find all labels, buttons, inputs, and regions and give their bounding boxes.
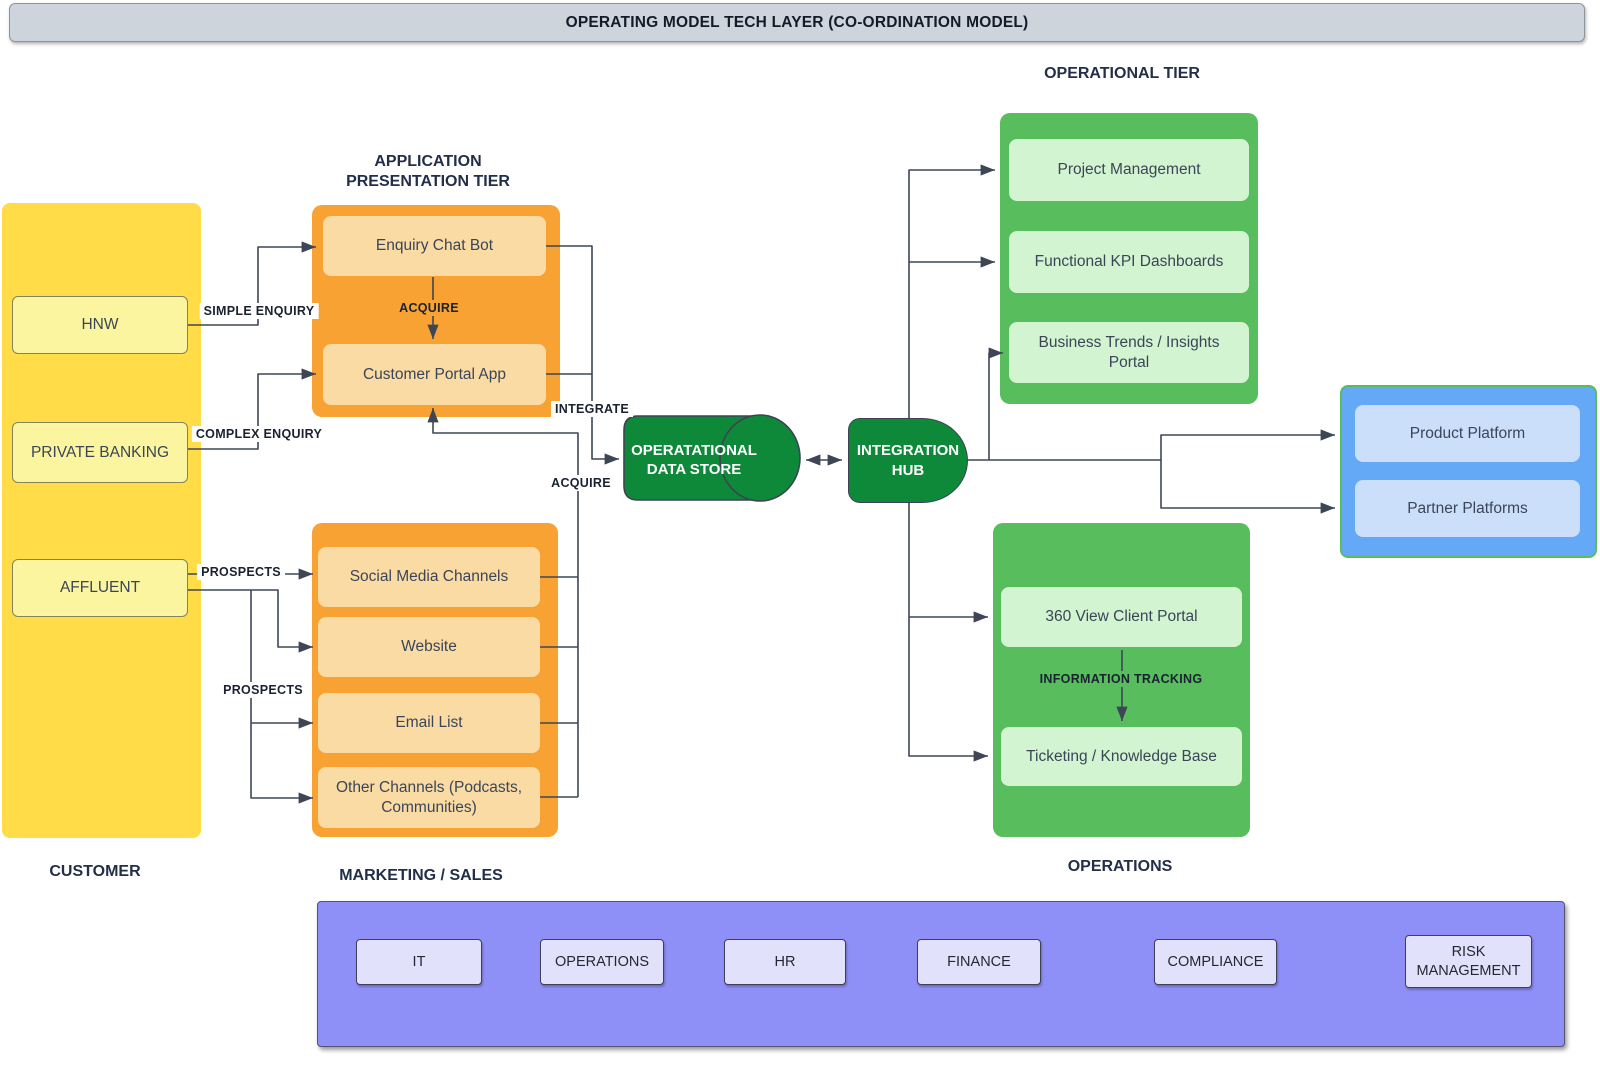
dept-finance-label: FINANCE — [947, 953, 1011, 970]
customer-section-label: CUSTOMER — [49, 863, 141, 880]
diagram-title-bar: OPERATING MODEL TECH LAYER (CO-ORDINATIO… — [9, 3, 1585, 42]
node-360-view-client-portal: 360 View Client Portal — [1001, 587, 1242, 647]
diagram-title: OPERATING MODEL TECH LAYER (CO-ORDINATIO… — [565, 13, 1029, 31]
app-tier-title-line2: PRESENTATION TIER — [346, 173, 510, 190]
dept-operations-label: OPERATIONS — [555, 953, 649, 970]
integration-hub-label-line1: INTEGRATION — [856, 442, 960, 459]
node-hnw-label: HNW — [81, 316, 119, 334]
node-email-list: Email List — [318, 693, 540, 753]
node-private-banking-label: PRIVATE BANKING — [30, 443, 170, 461]
edge-label-complex-enquiry: COMPLEX ENQUIRY — [191, 426, 327, 442]
node-business-trends-insights-portal: Business Trends / Insights Portal — [1009, 322, 1249, 383]
node-social-media-channels: Social Media Channels — [318, 547, 540, 607]
node-customer-portal-app-label: Customer Portal App — [362, 365, 506, 383]
connector-hub-to-partner-platforms — [1160, 460, 1335, 514]
marketing-section-label: MARKETING / SALES — [339, 867, 503, 884]
node-other-channels: Other Channels (Podcasts, Communities) — [318, 767, 540, 828]
edge-label-acquire-data: ACQUIRE — [547, 475, 615, 491]
edge-label-simple-enquiry: SIMPLE ENQUIRY — [199, 303, 319, 319]
connector-hub-to-ticketing — [908, 503, 988, 762]
node-enquiry-chat-bot: Enquiry Chat Bot — [323, 216, 546, 276]
node-website-label: Website — [401, 638, 457, 656]
operations-section-label: OPERATIONS — [1067, 858, 1173, 875]
node-functional-kpi-dashboards-label: Functional KPI Dashboards — [1034, 253, 1224, 271]
data-store-cylinder-shape — [623, 414, 801, 502]
operational-tier-title: OPERATIONAL TIER — [1044, 65, 1200, 82]
node-functional-kpi-dashboards: Functional KPI Dashboards — [1009, 231, 1249, 293]
node-dept-risk-management: RISK MANAGEMENT — [1405, 935, 1532, 988]
node-ticketing-knowledge-base-label: Ticketing / Knowledge Base — [1026, 747, 1217, 765]
node-360-view-client-portal-label: 360 View Client Portal — [1045, 608, 1198, 626]
integration-hub-label-line2: HUB — [891, 461, 925, 479]
node-website: Website — [318, 617, 540, 677]
node-email-list-label: Email List — [395, 714, 463, 732]
node-ticketing-knowledge-base: Ticketing / Knowledge Base — [1001, 727, 1242, 786]
node-dept-compliance: COMPLIANCE — [1154, 939, 1277, 985]
node-customer-portal-app: Customer Portal App — [323, 344, 546, 405]
node-enquiry-chat-bot-label: Enquiry Chat Bot — [375, 237, 494, 255]
edge-label-prospects-branch: PROSPECTS — [219, 682, 307, 698]
data-store-label-line1: OPERATATIONAL — [631, 441, 757, 459]
node-dept-it: IT — [356, 939, 482, 985]
node-affluent-label: AFFLUENT — [59, 579, 141, 597]
node-business-trends-insights-portal-label: Business Trends / Insights Portal — [1038, 334, 1220, 371]
node-product-platform: Product Platform — [1355, 405, 1580, 462]
node-other-channels-label: Other Channels (Podcasts, Communities) — [335, 779, 523, 816]
node-dept-hr: HR — [724, 939, 846, 985]
node-private-banking: PRIVATE BANKING — [12, 422, 188, 483]
edge-label-integrate: INTEGRATE — [551, 401, 633, 417]
node-integration-hub: INTEGRATION HUB — [848, 418, 968, 503]
data-store-label-line2: DATA STORE — [646, 461, 742, 478]
connector-hub-to-project-management — [908, 164, 995, 418]
node-affluent: AFFLUENT — [12, 559, 188, 617]
connector-hub-to-product-platform — [1160, 429, 1335, 460]
node-partner-platforms: Partner Platforms — [1355, 480, 1580, 537]
edge-label-information-tracking: INFORMATION TRACKING — [1035, 671, 1207, 687]
node-dept-finance: FINANCE — [917, 939, 1041, 985]
node-hnw: HNW — [12, 296, 188, 354]
connector-affluent-to-website — [188, 589, 313, 653]
dept-hr-label: HR — [774, 953, 796, 970]
app-tier-title-line1: APPLICATION — [374, 153, 482, 170]
edge-label-prospects-direct: PROSPECTS — [197, 564, 285, 580]
dept-risk-management-label: RISK MANAGEMENT — [1416, 944, 1521, 979]
dept-compliance-label: COMPLIANCE — [1167, 953, 1264, 970]
dept-it-label: IT — [412, 953, 426, 970]
node-operational-data-store: OPERATATIONAL DATA STORE — [624, 416, 764, 504]
node-project-management-label: Project Management — [1057, 161, 1201, 179]
node-dept-operations: OPERATIONS — [540, 939, 664, 985]
node-project-management: Project Management — [1009, 139, 1249, 201]
app-tier-title: APPLICATION PRESENTATION TIER — [346, 152, 510, 192]
node-social-media-channels-label: Social Media Channels — [349, 568, 509, 586]
edge-label-acquire-app: ACQUIRE — [395, 300, 463, 316]
node-product-platform-label: Product Platform — [1409, 424, 1526, 442]
node-partner-platforms-label: Partner Platforms — [1407, 499, 1528, 517]
